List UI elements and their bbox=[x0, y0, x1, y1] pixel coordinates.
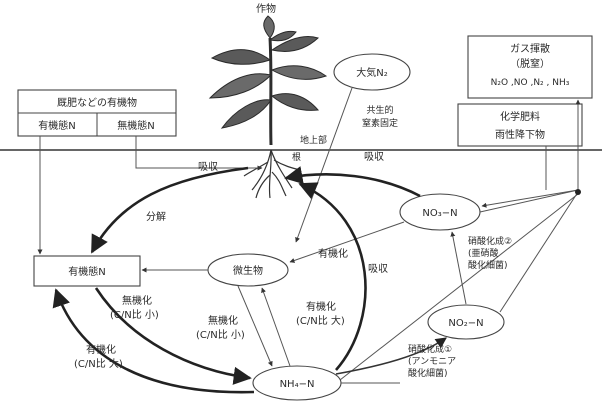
organic-matter-organic-n: 有機態N bbox=[38, 119, 75, 132]
nitrite-to-collector bbox=[499, 191, 579, 313]
ammonium-node: NH₄−N bbox=[252, 365, 342, 401]
microbes-node: 微生物 bbox=[207, 253, 289, 287]
atmosphere-n2-label: 大気N₂ bbox=[356, 66, 388, 79]
label-immob-bottom-l2: (C/N比 大) bbox=[74, 357, 123, 370]
microbes-label: 微生物 bbox=[233, 264, 263, 277]
label-absorption-center: 吸収 bbox=[368, 263, 388, 275]
label-mineral-center-l2: (C/N比 小) bbox=[196, 329, 245, 341]
label-immob-bottom-l1: 有機化 bbox=[86, 343, 116, 356]
label-immobilization-center: 有機化 bbox=[318, 247, 348, 260]
arrow-nitrate-absorption bbox=[284, 166, 421, 198]
plant-label: 作物 bbox=[256, 2, 276, 15]
above-ground-label: 地上部 bbox=[300, 134, 327, 146]
label-mineral-left-l1: 無機化 bbox=[122, 294, 152, 307]
label-nitrif1-l3: 酸化細菌) bbox=[408, 367, 448, 379]
thick-arrows bbox=[52, 166, 447, 394]
label-absorption-top-right: 吸収 bbox=[364, 151, 384, 163]
label-nitrif2-l3: 酸化細菌) bbox=[468, 259, 508, 271]
atmosphere-n2-node: 大気N₂ bbox=[333, 53, 411, 91]
organic-matter-title: 厩肥などの有機物 bbox=[57, 96, 137, 109]
arrow-nitrite-to-nitrate bbox=[450, 231, 467, 305]
fertilizer-line2: 雨性降下物 bbox=[495, 128, 545, 141]
nitrogen-fixation-line2: 窒素固定 bbox=[362, 117, 398, 129]
root-label: 根 bbox=[292, 151, 301, 163]
thin-arrows bbox=[37, 87, 581, 384]
arrow-manure-inorganic-to-root bbox=[135, 136, 263, 171]
gas-emission-subtitle: （脱窒） bbox=[510, 57, 550, 70]
label-nitrif1-l1: 硝酸化成① bbox=[408, 343, 452, 355]
arrow-n2-fixation bbox=[295, 87, 353, 243]
ammonium-label: NH₄−N bbox=[280, 379, 315, 390]
nitrate-to-collector bbox=[479, 189, 579, 213]
gas-emission-box: ガス揮散 （脱窒） N₂O ,NO ,N₂ , NH₃ bbox=[467, 35, 593, 99]
label-immob-right-l1: 有機化 bbox=[306, 300, 336, 313]
nitrate-node: NO₃−N bbox=[399, 193, 481, 231]
nitrogen-fixation-line1: 共生的 bbox=[366, 104, 393, 116]
organic-matter-inorganic-n: 無機態N bbox=[117, 119, 154, 132]
soil-organic-n-node: 有機態N bbox=[33, 255, 141, 287]
arrow-immobilization-bottom bbox=[52, 288, 255, 394]
arrow-fertilizer-to-nitrate bbox=[481, 189, 579, 208]
nitrite-node: NO₂−N bbox=[427, 304, 505, 340]
label-mineral-left-l2: (C/N比 小) bbox=[110, 309, 159, 321]
soil-organic-n-label: 有機態N bbox=[68, 265, 105, 278]
arrow-mineralization bbox=[94, 287, 252, 385]
label-nitrif2-l1: 硝酸化成② bbox=[468, 235, 512, 247]
organic-matter-box: 厩肥などの有機物 有機態N 無機態N bbox=[17, 89, 177, 137]
plant-illustration bbox=[208, 15, 328, 146]
ammonium-to-collector bbox=[339, 193, 579, 381]
gas-emission-gases: N₂O ,NO ,N₂ , NH₃ bbox=[491, 78, 570, 88]
label-decomposition: 分解 bbox=[146, 210, 166, 223]
arrow-decomposition bbox=[90, 166, 249, 254]
arrow-nitrate-to-microbes bbox=[289, 221, 405, 263]
nitrite-label: NO₂−N bbox=[448, 318, 483, 329]
nitrate-label: NO₃−N bbox=[422, 208, 457, 219]
arrow-microbes-to-ammonium bbox=[237, 285, 273, 367]
fertilizer-line1: 化学肥料 bbox=[500, 110, 540, 123]
gas-emission-title: ガス揮散 bbox=[510, 42, 550, 55]
arrow-ammonium-absorption bbox=[298, 182, 367, 371]
arrow-ammonium-to-microbes bbox=[261, 287, 291, 367]
label-immob-right-l2: (C/N比 大) bbox=[296, 314, 345, 327]
label-mineral-center-l1: 無機化 bbox=[208, 314, 238, 327]
label-nitrif1-l2: (アンモニア bbox=[408, 357, 456, 367]
fertilizer-box: 化学肥料 雨性降下物 bbox=[457, 103, 583, 147]
arrow-nitrification-1 bbox=[335, 337, 447, 375]
label-absorption-top-left: 吸収 bbox=[198, 161, 218, 173]
collector-dot bbox=[575, 189, 581, 195]
label-nitrif2-l2: (亜硝酸 bbox=[468, 247, 499, 259]
